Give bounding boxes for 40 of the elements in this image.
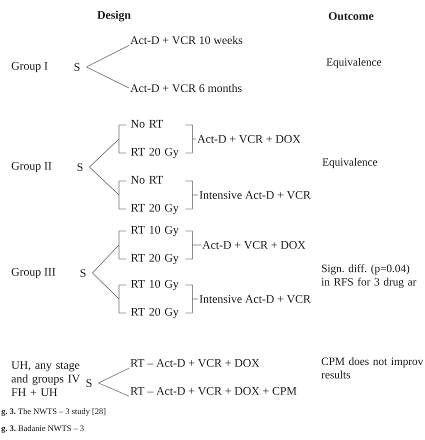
group-label: Group I	[12, 62, 48, 72]
treatment-label: RT – Act-D + VCR + DOX + CPM	[130, 387, 296, 395]
branch-label: S	[80, 269, 86, 277]
branch-line	[98, 382, 130, 396]
branch-line	[98, 368, 130, 384]
branch-line	[192, 138, 196, 140]
branch-line	[92, 244, 120, 274]
branch-line	[86, 45, 130, 68]
branch-label: S	[74, 63, 80, 71]
group-label: Group II	[12, 162, 52, 172]
bracket-group: No RT RT 20 Gy	[118, 176, 193, 214]
treatment-label: Act-D + VCR + DOX	[197, 135, 301, 143]
branch-line	[92, 272, 120, 300]
branch-line	[192, 298, 198, 300]
treatment-label: Intensive Act-D + VCR	[200, 191, 311, 199]
group-label: Group III	[12, 268, 56, 278]
column-heading: Design	[97, 10, 131, 22]
branch-line	[89, 138, 120, 168]
branch-line	[192, 194, 198, 196]
branch-label: S	[86, 379, 92, 387]
outcome-text: CPM does not improv results	[321, 357, 424, 378]
outcome-text: Sign. diff. (p=0.04) in RFS for 3 drug ar	[321, 264, 416, 288]
group-label: UH, any stage and groups IV FH + UH	[11, 361, 80, 396]
bracket-group: RT 10 Gy RT 20 Gy	[118, 226, 193, 264]
column-heading: Outcome	[328, 12, 374, 20]
caption: g. 3. The NWTS – 3 study [28]	[1, 408, 106, 416]
treatment-label: Act-D + VCR 6 months	[130, 84, 242, 92]
treatment-label: Intensive Act-D + VCR	[200, 295, 311, 303]
branch-line	[192, 244, 202, 246]
caption: g. 3. Badanie NWTS – 3	[1, 425, 84, 433]
treatment-label: Act-D + VCR + DOX	[202, 241, 306, 249]
outcome-text: Equivalence	[322, 158, 378, 168]
bracket-group: No RT RT 20 Gy	[118, 120, 193, 158]
treatment-label: RT – Act-D + VCR + DOX	[130, 359, 260, 367]
branch-line	[89, 166, 120, 196]
bracket-group: RT 10 Gy RT 20 Gy	[118, 280, 193, 318]
branch-label: S	[78, 163, 83, 171]
outcome-text: Equivalence	[326, 58, 382, 68]
branch-line	[86, 66, 130, 88]
treatment-label: Act-D + VCR 10 weeks	[130, 36, 242, 44]
